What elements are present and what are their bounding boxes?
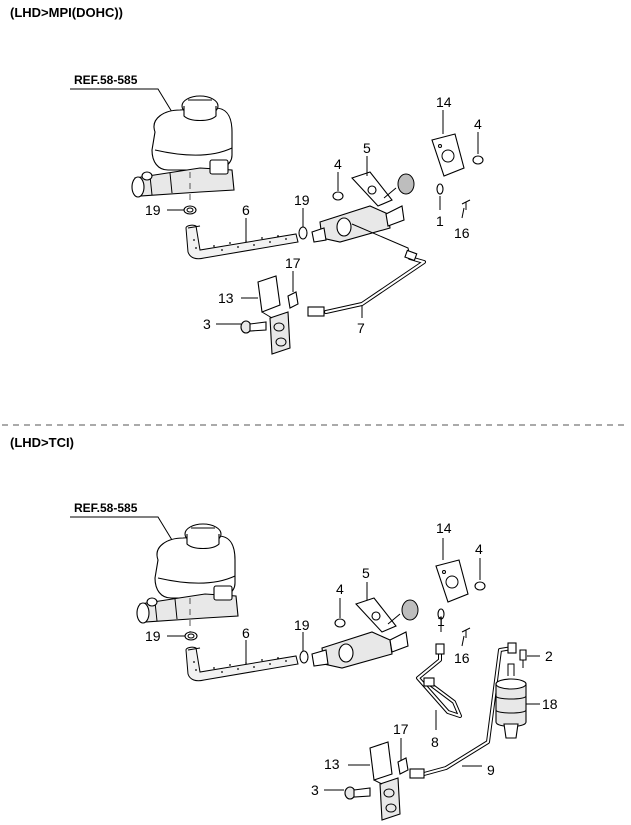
callout-16: 16 [454,225,470,241]
clevis-pin [461,627,471,638]
callout-18: 18 [542,696,558,712]
reservoir-tank [136,523,239,632]
ref-text: REF.58-585 [74,501,138,515]
callout-19-left: 19 [145,202,161,218]
clevis-pin [461,199,471,210]
bolt [240,320,267,334]
callout-3: 3 [203,316,211,332]
callout-19-right: 19 [294,192,310,208]
bleeder-bolt [519,649,527,668]
clip [287,291,299,309]
ref-label: REF.58-585 [70,501,173,541]
callout-3: 3 [311,782,319,798]
section-title: (LHD>MPI(DOHC)) [10,5,123,20]
hose-part [185,224,299,260]
washer [436,183,444,195]
bolt [344,786,371,800]
clutch-pipe-long [409,642,517,779]
section-mpi-dohc: (LHD>MPI(DOHC)) REF.58-585 [10,5,484,355]
clamp-right [299,650,309,664]
callout-14: 14 [436,94,452,110]
clip [397,757,409,775]
section-title: (LHD>TCI) [10,435,74,450]
callout-9: 9 [487,762,495,778]
callout-8: 8 [431,734,439,750]
clamp-left [184,631,198,641]
clamp-left [183,205,197,215]
callout-7: 7 [357,320,365,336]
clutch-damper [495,663,527,739]
gasket-plate [435,559,469,603]
nut-left [332,191,344,201]
section-tci: (LHD>TCI) REF.58-585 [10,435,558,821]
nut-left [334,618,346,628]
callout-6: 6 [242,625,250,641]
hose-part [185,646,299,682]
gasket-plate [431,133,465,177]
callout-17: 17 [393,721,409,737]
callout-5: 5 [362,565,370,581]
reservoir-tank [131,95,235,205]
callout-19-left: 19 [145,628,161,644]
callout-4-left: 4 [334,156,342,172]
callout-13: 13 [324,756,340,772]
callout-1: 1 [437,613,445,629]
callout-14: 14 [436,520,452,536]
bracket [369,741,401,821]
clutch-pipe [307,249,426,317]
callout-6: 6 [242,202,250,218]
clutch-pipe-short [416,643,462,718]
bracket [257,275,291,355]
clutch-master-cylinder [311,171,415,257]
callout-4-right: 4 [474,116,482,132]
callout-16: 16 [454,650,470,666]
callout-2: 2 [545,648,553,664]
clutch-master-cylinder [311,597,419,669]
nut-right [474,581,486,591]
callout-19-right: 19 [294,617,310,633]
ref-label: REF.58-585 [70,73,173,113]
callout-17: 17 [285,255,301,271]
callout-1: 1 [436,213,444,229]
callout-5: 5 [363,140,371,156]
callout-4-left: 4 [336,581,344,597]
ref-text: REF.58-585 [74,73,138,87]
nut-right [472,155,484,165]
callout-4-right: 4 [475,541,483,557]
callout-13: 13 [218,290,234,306]
washer [437,608,445,620]
clamp-right [298,226,308,240]
